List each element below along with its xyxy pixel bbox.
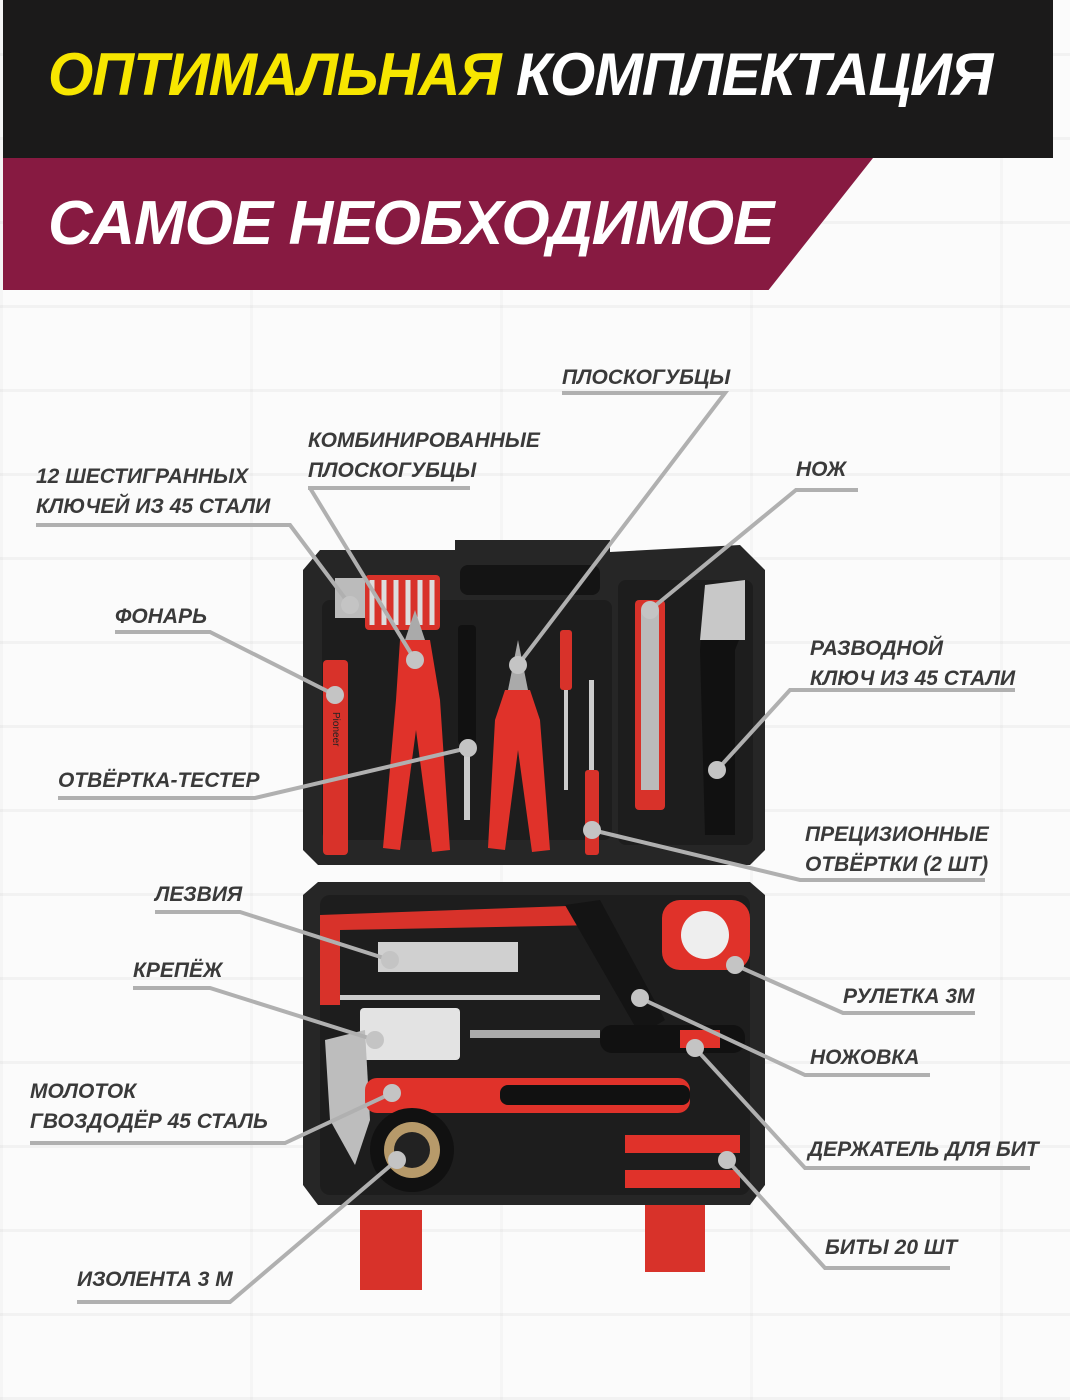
label-bit-holder: ДЕРЖАТЕЛЬ ДЛЯ БИТ: [808, 1138, 1039, 1161]
label-tester-screwdriver: ОТВЁРТКА-ТЕСТЕР: [58, 769, 260, 792]
label-hammer: МОЛОТОК ГВОЗДОДЁР 45 СТАЛЬ: [30, 1077, 268, 1137]
brand-text: Pioneer: [330, 712, 341, 747]
insulating-tape: [370, 1108, 454, 1192]
leader-lines: [30, 391, 1030, 1304]
header-band: [3, 0, 1053, 158]
leader-dots: [326, 596, 744, 1169]
label-hacksaw: НОЖОВКА: [810, 1046, 920, 1069]
label-bits: БИТЫ 20 ШТ: [825, 1236, 958, 1259]
bits: [625, 1135, 740, 1188]
tape-measure: [662, 900, 750, 970]
label-line: КЛЮЧЕЙ ИЗ 45 СТАЛИ: [36, 495, 271, 518]
fasteners-box: [360, 1008, 460, 1060]
blades: [378, 942, 518, 972]
label-knife: НОЖ: [796, 458, 847, 481]
label-line: ОТВЁРТКИ (2 ШТ): [805, 853, 989, 876]
hammer: [325, 1030, 690, 1165]
page-subtitle: САМОЕ НЕОБХОДИМОЕ: [48, 189, 774, 258]
label-precision-screwdrivers: ПРЕЦИЗИОННЫЕ ОТВЁРТКИ (2 ШТ): [805, 820, 989, 880]
label-line: КОМБИНИРОВАННЫЕ: [308, 429, 540, 452]
label-line: МОЛОТОК: [30, 1080, 137, 1103]
tester-screwdriver: [458, 625, 476, 820]
combo-pliers: [383, 610, 450, 852]
label-hex-keys: 12 ШЕСТИГРАННЫХ КЛЮЧЕЙ ИЗ 45 СТАЛИ: [36, 462, 270, 522]
title-rest: КОМПЛЕКТАЦИЯ: [515, 41, 993, 108]
label-line: ГВОЗДОДЁР 45 СТАЛЬ: [30, 1110, 268, 1133]
flashlight: Pioneer: [323, 660, 348, 855]
title-highlight: ОПТИМАЛЬНАЯ: [48, 41, 502, 108]
label-blades: ЛЕЗВИЯ: [155, 883, 243, 906]
label-adjustable-wrench: РАЗВОДНОЙ КЛЮЧ ИЗ 45 СТАЛИ: [810, 634, 1015, 694]
label-tape-measure: РУЛЕТКА 3М: [843, 985, 975, 1008]
label-tape: ИЗОЛЕНТА 3 М: [77, 1268, 233, 1291]
label-pliers: ПЛОСКОГУБЦЫ: [562, 366, 731, 389]
label-line: ПЛОСКОГУБЦЫ: [308, 459, 477, 482]
knife: [635, 600, 665, 810]
label-flashlight: ФОНАРЬ: [115, 605, 207, 628]
page-title: ОПТИМАЛЬНАЯ КОМПЛЕКТАЦИЯ: [48, 40, 993, 109]
label-line: КЛЮЧ ИЗ 45 СТАЛИ: [810, 667, 1016, 690]
label-line: 12 ШЕСТИГРАННЫХ: [36, 465, 249, 488]
label-fasteners: КРЕПЁЖ: [133, 959, 223, 982]
subtitle-band: [3, 158, 873, 290]
label-combo-pliers: КОМБИНИРОВАННЫЕ ПЛОСКОГУБЦЫ: [308, 426, 540, 486]
label-line: РАЗВОДНОЙ: [810, 637, 944, 660]
label-line: ПРЕЦИЗИОННЫЕ: [805, 823, 989, 846]
